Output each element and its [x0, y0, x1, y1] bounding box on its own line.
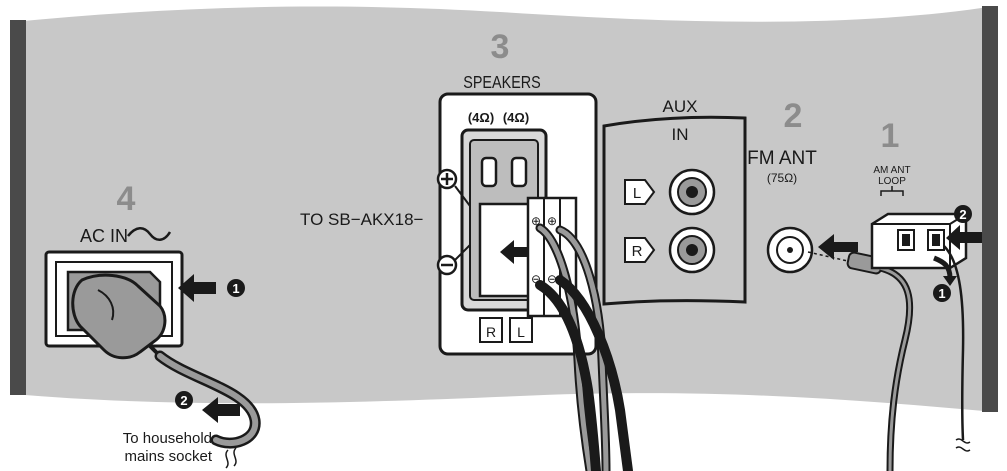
ac-wave-icon: [127, 227, 172, 241]
svg-text:⊕: ⊕: [547, 214, 557, 228]
am-callout-2: 2: [954, 205, 972, 223]
aux-right-badge: R: [624, 237, 656, 263]
am-antenna-wire: [943, 245, 965, 441]
svg-text:2: 2: [180, 393, 187, 408]
step-number-4: 4: [117, 180, 136, 218]
fm-insert-arrow: [818, 234, 858, 260]
step-number-1: 1: [881, 117, 900, 155]
aux-in-label: IN: [672, 125, 689, 144]
aux-right-jack: [668, 226, 716, 274]
ac-insert-arrow: [178, 274, 216, 302]
speaker-cables: [535, 223, 633, 471]
step-number-2: 2: [784, 97, 803, 135]
svg-text:1: 1: [232, 281, 239, 296]
svg-text:1: 1: [938, 286, 945, 301]
mains-socket-caption: To household mains socket: [92, 430, 212, 466]
svg-text:⊖: ⊖: [531, 272, 541, 286]
caption-line-2: mains socket: [124, 448, 212, 465]
ac-power-plug: [71, 273, 170, 366]
am-release-arrow: [933, 255, 953, 279]
ac-in-label: AC IN: [80, 226, 128, 246]
svg-text:⊕: ⊕: [531, 214, 541, 228]
ac-callout-1: 1: [227, 279, 245, 297]
minus-icon: [436, 254, 458, 276]
ac-plug-arrow: [202, 397, 240, 423]
svg-text:L: L: [517, 324, 525, 340]
am-antenna-terminal: [870, 212, 968, 270]
speaker-r-badge: R: [479, 317, 503, 343]
fm-antenna-socket: [766, 226, 814, 274]
svg-text:⊖: ⊖: [547, 272, 557, 286]
ac-callout-2: 2: [175, 391, 193, 409]
am-ant-label: AM ANT: [873, 165, 910, 176]
speaker-terminal-block: [460, 128, 548, 312]
am-callout-1: 1: [933, 284, 951, 302]
plus-icon: [436, 168, 458, 190]
panel-right-edge: [982, 6, 998, 412]
am-loop-label: LOOP: [878, 176, 906, 187]
speaker-l-badge: L: [509, 317, 533, 343]
step-number-3: 3: [491, 28, 510, 66]
fm-ant-label: FM ANT: [747, 148, 817, 169]
impedance-left-label: (4Ω): [468, 110, 494, 125]
fm-impedance-label: (75Ω): [767, 171, 797, 185]
impedance-right-label: (4Ω): [503, 110, 529, 125]
caption-line-1: To household: [122, 430, 212, 447]
svg-text:R: R: [486, 324, 496, 340]
to-speaker-model-label: TO SB−AKX18−: [300, 210, 424, 229]
panel-left-edge: [10, 20, 26, 395]
svg-text:L: L: [633, 185, 641, 202]
speaker-insert-arrow: [500, 240, 528, 264]
aux-in-panel: [602, 115, 747, 306]
svg-text:2: 2: [959, 207, 966, 222]
aux-label: AUX: [663, 97, 698, 116]
aux-left-badge: L: [624, 179, 656, 205]
aux-left-jack: [668, 168, 716, 216]
svg-text:R: R: [632, 243, 643, 260]
speakers-label: SPEAKERS: [463, 73, 541, 93]
am-push-arrow: [946, 225, 982, 250]
